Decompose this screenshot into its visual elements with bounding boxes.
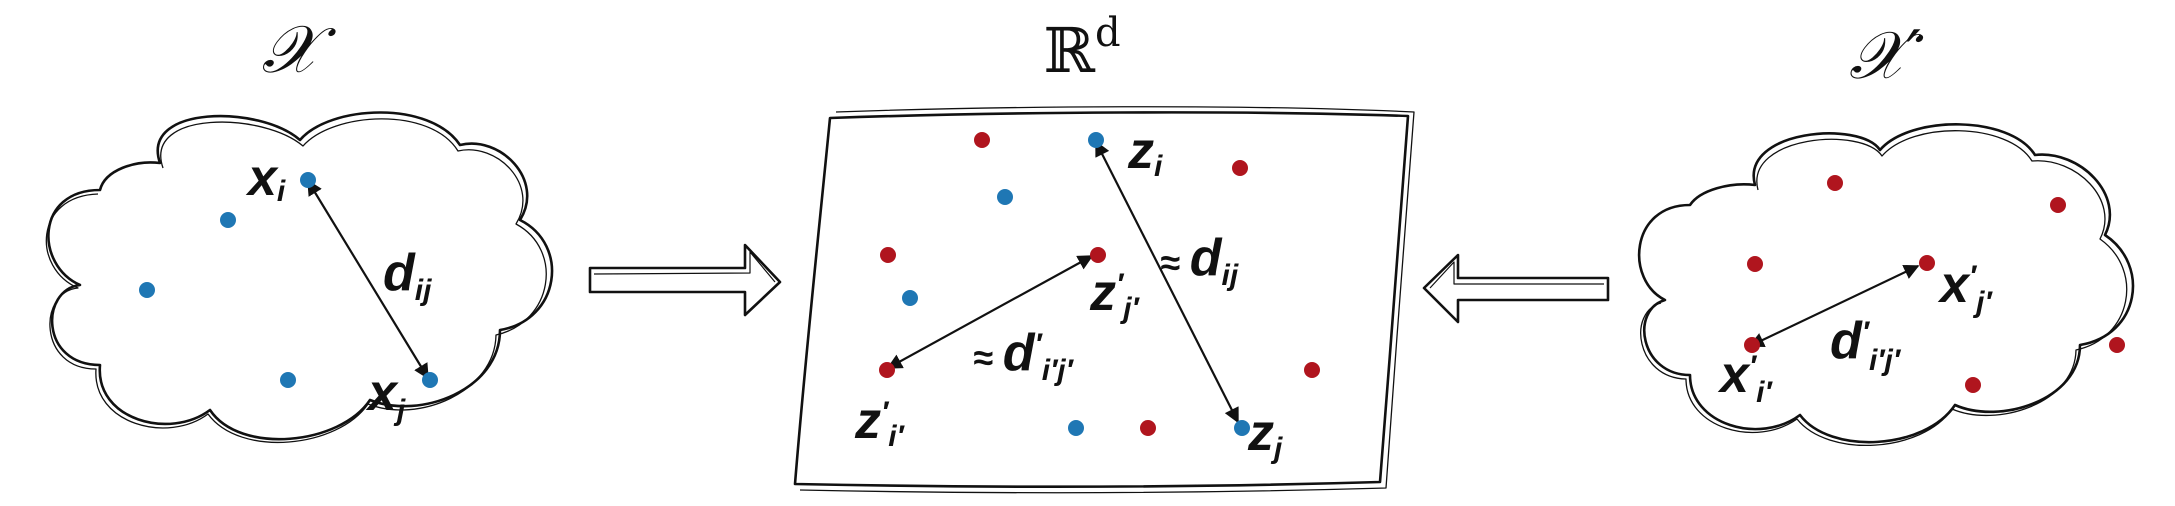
label-approx-d-ipjp: ≈ d′i′j′ — [973, 324, 1075, 387]
arrow-left-to-center — [588, 243, 782, 317]
arrow-d-ipjp-center — [886, 255, 1094, 369]
point-x-ip — [1744, 337, 1760, 353]
point-red — [1827, 175, 1843, 191]
title-embedding-space: ℝd — [1043, 10, 1120, 87]
left-points — [139, 172, 438, 388]
point-blue — [902, 290, 918, 306]
point-red — [2050, 197, 2066, 213]
right-points — [1744, 175, 2125, 393]
label-approx-d-ij: ≈ dij — [1160, 229, 1239, 292]
point-z-j — [1234, 420, 1250, 436]
point-blue — [220, 212, 236, 228]
point-red — [1304, 362, 1320, 378]
point-blue — [280, 372, 296, 388]
label-x-ip: x′i′ — [1717, 346, 1773, 409]
label-z-ip: z′i′ — [854, 392, 906, 453]
arrow-d-ipjp-right — [1748, 265, 1920, 347]
point-red — [1140, 420, 1156, 436]
arrow-d-ij-left — [307, 179, 429, 380]
point-z-ip — [879, 362, 895, 378]
point-blue — [1068, 420, 1084, 436]
arrow-right-to-center — [1422, 253, 1610, 324]
left-cloud — [45, 111, 554, 444]
label-x-i: xi — [245, 149, 286, 208]
label-d-ij: dij — [383, 244, 432, 307]
point-x-i — [300, 172, 316, 188]
label-x-j: xj — [365, 364, 406, 427]
right-cloud — [1637, 123, 2135, 447]
point-blue — [997, 189, 1013, 205]
point-red — [1232, 160, 1248, 176]
point-x-j — [422, 372, 438, 388]
point-blue — [139, 282, 155, 298]
label-d-ipjp: d′i′j′ — [1830, 312, 1902, 377]
label-z-i: zi — [1127, 122, 1163, 183]
arrow-d-ij-center — [1095, 140, 1239, 424]
point-z-jp — [1090, 247, 1106, 263]
point-red — [1747, 256, 1763, 272]
label-x-jp: x′j′ — [1937, 256, 1993, 319]
label-z-j: zj — [1247, 404, 1283, 465]
label-z-jp: z′j′ — [1089, 264, 1141, 325]
point-red — [974, 132, 990, 148]
title-left-space: 𝒳 — [262, 11, 337, 88]
point-x-jp — [1919, 255, 1935, 271]
center-points — [879, 132, 1320, 436]
title-right-space: 𝒳′ — [1849, 17, 1924, 94]
point-red — [880, 247, 896, 263]
point-red — [2109, 337, 2125, 353]
point-red — [1965, 377, 1981, 393]
point-z-i — [1088, 132, 1104, 148]
